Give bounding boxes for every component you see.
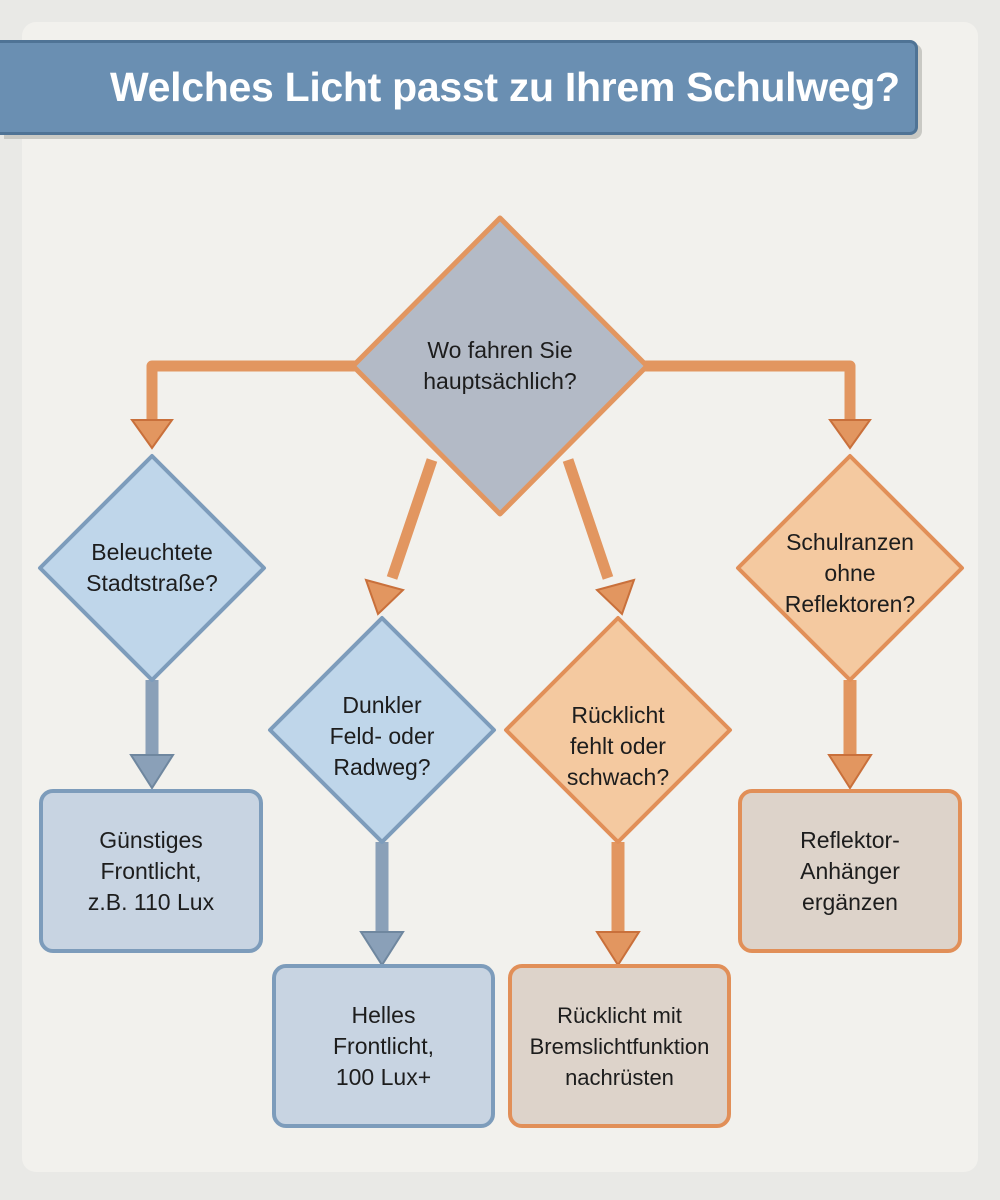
arrowhead-bag — [828, 419, 872, 450]
decision-diamond-city — [38, 454, 266, 682]
connector-root-to-bag — [645, 360, 856, 425]
connectors — [129, 360, 873, 967]
arrowhead-rural — [364, 578, 405, 616]
arrowhead-rear-result — [595, 931, 641, 967]
decision-diamond-root — [350, 215, 650, 517]
node-label-city: Beleuchtete Stadtstraße? — [86, 539, 218, 596]
node-label-rear: Rücklicht fehlt oder schwach? — [566, 701, 670, 790]
connector-root-to-rear — [562, 458, 614, 580]
decision-diamond-rural — [268, 616, 496, 844]
result-box-bag — [738, 789, 962, 953]
arrowhead-city-result — [129, 754, 175, 790]
result-box-rear — [508, 964, 731, 1128]
decision-nodes — [38, 215, 964, 844]
connector-root-to-city — [146, 360, 355, 425]
arrowhead-rear — [595, 578, 636, 616]
decision-diamond-rear — [504, 616, 732, 844]
result-label-rear: Rücklicht mit Bremslichtfunktion nachrüs… — [529, 1002, 710, 1090]
connector-root-to-rural — [386, 458, 438, 580]
diagram-title: Welches Licht passt zu Ihrem Schulweg? — [110, 64, 900, 110]
result-box-rural — [272, 964, 495, 1128]
node-label-root: Wo fahren Sie hauptsächlich? — [423, 337, 577, 394]
arrowhead-rural-result — [359, 931, 405, 967]
result-label-bag: Reflektor- Anhänger ergänzen — [800, 826, 900, 915]
arrowhead-city — [130, 419, 174, 450]
result-label-city: Günstiges Frontlicht, z.B. 110 Lux — [87, 826, 215, 915]
result-box-city — [39, 789, 263, 953]
result-label-rural: Helles Frontlicht, 100 Lux+ — [333, 1001, 434, 1090]
decision-diamond-bag — [736, 454, 964, 682]
node-label-rural: Dunkler Feld- oder Radweg? — [329, 691, 435, 780]
result-nodes — [39, 789, 962, 1128]
title-banner: Welches Licht passt zu Ihrem Schulweg? — [0, 40, 918, 135]
arrowhead-bag-result — [827, 754, 873, 790]
node-label-bag: Schulranzen ohne Reflektoren? — [784, 528, 916, 617]
